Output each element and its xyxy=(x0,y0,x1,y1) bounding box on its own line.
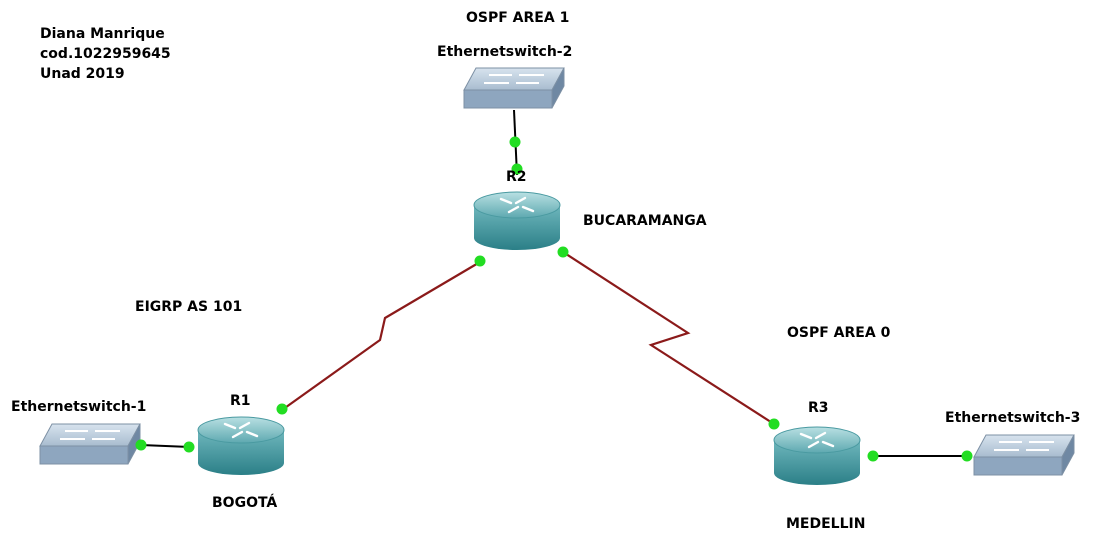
r3-label[interactable]: R3 xyxy=(808,400,829,416)
port-dot xyxy=(867,450,879,462)
medellin-label: MEDELLIN xyxy=(786,516,866,532)
router-r1-icon[interactable] xyxy=(197,416,285,475)
author-org-year: Unad 2019 xyxy=(40,66,125,82)
author-info: Diana Manrique cod.1022959645 Unad 2019 xyxy=(40,24,171,84)
ethernet-link-sw1-r1[interactable] xyxy=(140,444,191,448)
r1-label[interactable]: R1 xyxy=(230,393,251,409)
port-dot xyxy=(183,441,195,453)
r2-label[interactable]: R2 xyxy=(506,169,527,185)
port-dot xyxy=(474,255,486,267)
port-status-indicators xyxy=(135,136,973,462)
port-dot xyxy=(768,418,780,430)
ethernetswitch-1-label[interactable]: Ethernetswitch-1 xyxy=(11,399,147,415)
author-code: cod.1022959645 xyxy=(40,46,171,62)
port-dot xyxy=(961,450,973,462)
bucaramanga-label: BUCARAMANGA xyxy=(583,213,707,229)
ospf-area-0-label: OSPF AREA 0 xyxy=(787,325,891,341)
port-dot xyxy=(509,136,521,148)
ethernetswitch-3-icon[interactable] xyxy=(973,434,1075,476)
eigrp-label: EIGRP AS 101 xyxy=(135,299,243,315)
ethernetswitch-1-icon[interactable] xyxy=(39,423,141,465)
ethernetswitch-2-icon[interactable] xyxy=(463,67,565,109)
router-r2-icon[interactable] xyxy=(473,191,561,250)
ethernetswitch-3-label[interactable]: Ethernetswitch-3 xyxy=(945,410,1081,426)
serial-link-r2-r3[interactable] xyxy=(562,251,775,425)
port-dot xyxy=(276,403,288,415)
router-r3-icon[interactable] xyxy=(773,426,861,485)
ethernetswitch-2-label[interactable]: Ethernetswitch-2 xyxy=(437,44,573,60)
port-dot xyxy=(511,163,523,175)
bogota-label: BOGOTÁ xyxy=(212,495,278,511)
port-dot xyxy=(557,246,569,258)
author-name: Diana Manrique xyxy=(40,26,165,42)
ospf-area-1-label: OSPF AREA 1 xyxy=(466,10,570,26)
serial-link-r1-r2[interactable] xyxy=(281,261,481,411)
port-dot xyxy=(135,439,147,451)
